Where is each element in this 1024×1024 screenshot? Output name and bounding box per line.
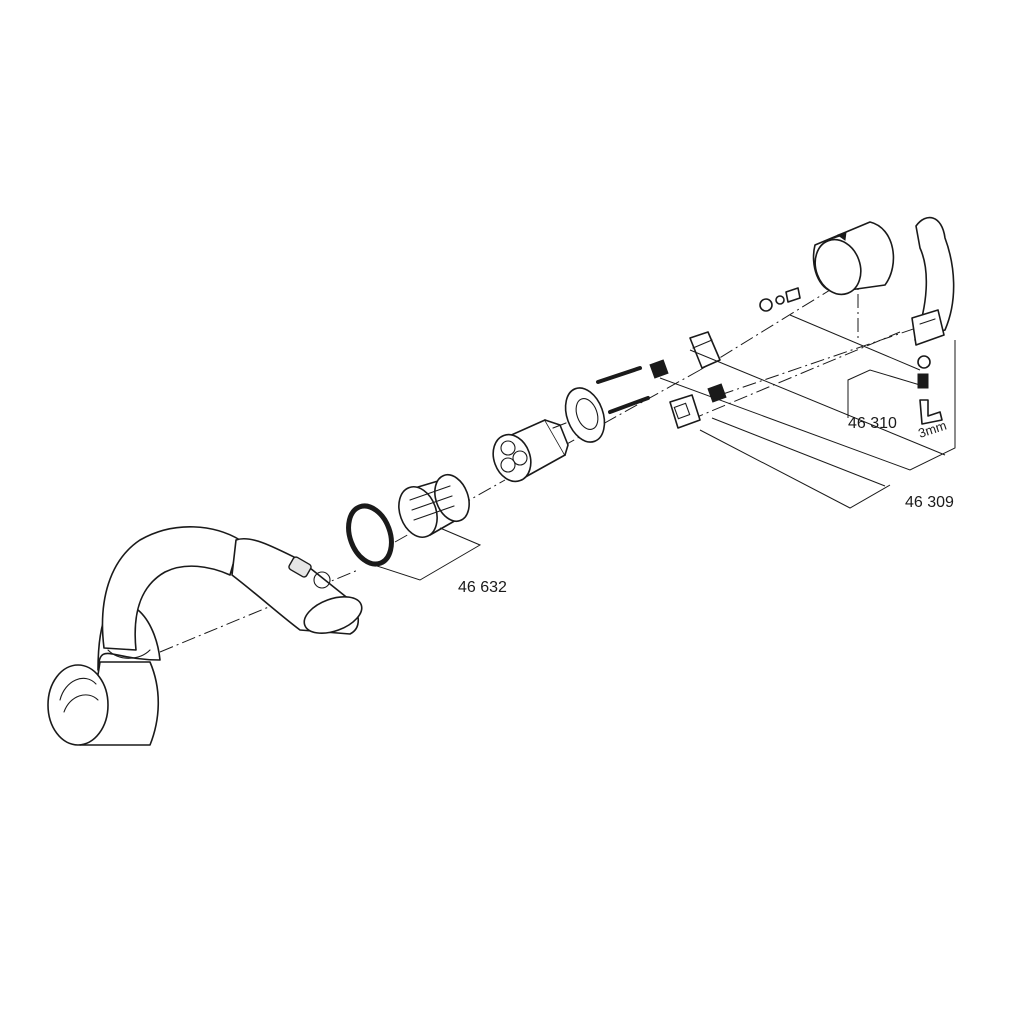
leader-lines	[373, 314, 956, 581]
part-number-46309: 46 309	[905, 494, 954, 511]
part-number-46310: 46 310	[848, 415, 897, 432]
cartridge	[492, 419, 569, 483]
seal-ring	[346, 503, 394, 567]
faucet-body	[47, 526, 363, 746]
lever-handle	[911, 216, 955, 425]
cap-sleeve	[812, 221, 895, 296]
cartridge-flange	[564, 387, 606, 443]
adapters	[649, 287, 801, 429]
screws	[596, 366, 650, 414]
part-number-46632: 46 632	[458, 579, 507, 596]
threaded-ring	[398, 473, 470, 538]
